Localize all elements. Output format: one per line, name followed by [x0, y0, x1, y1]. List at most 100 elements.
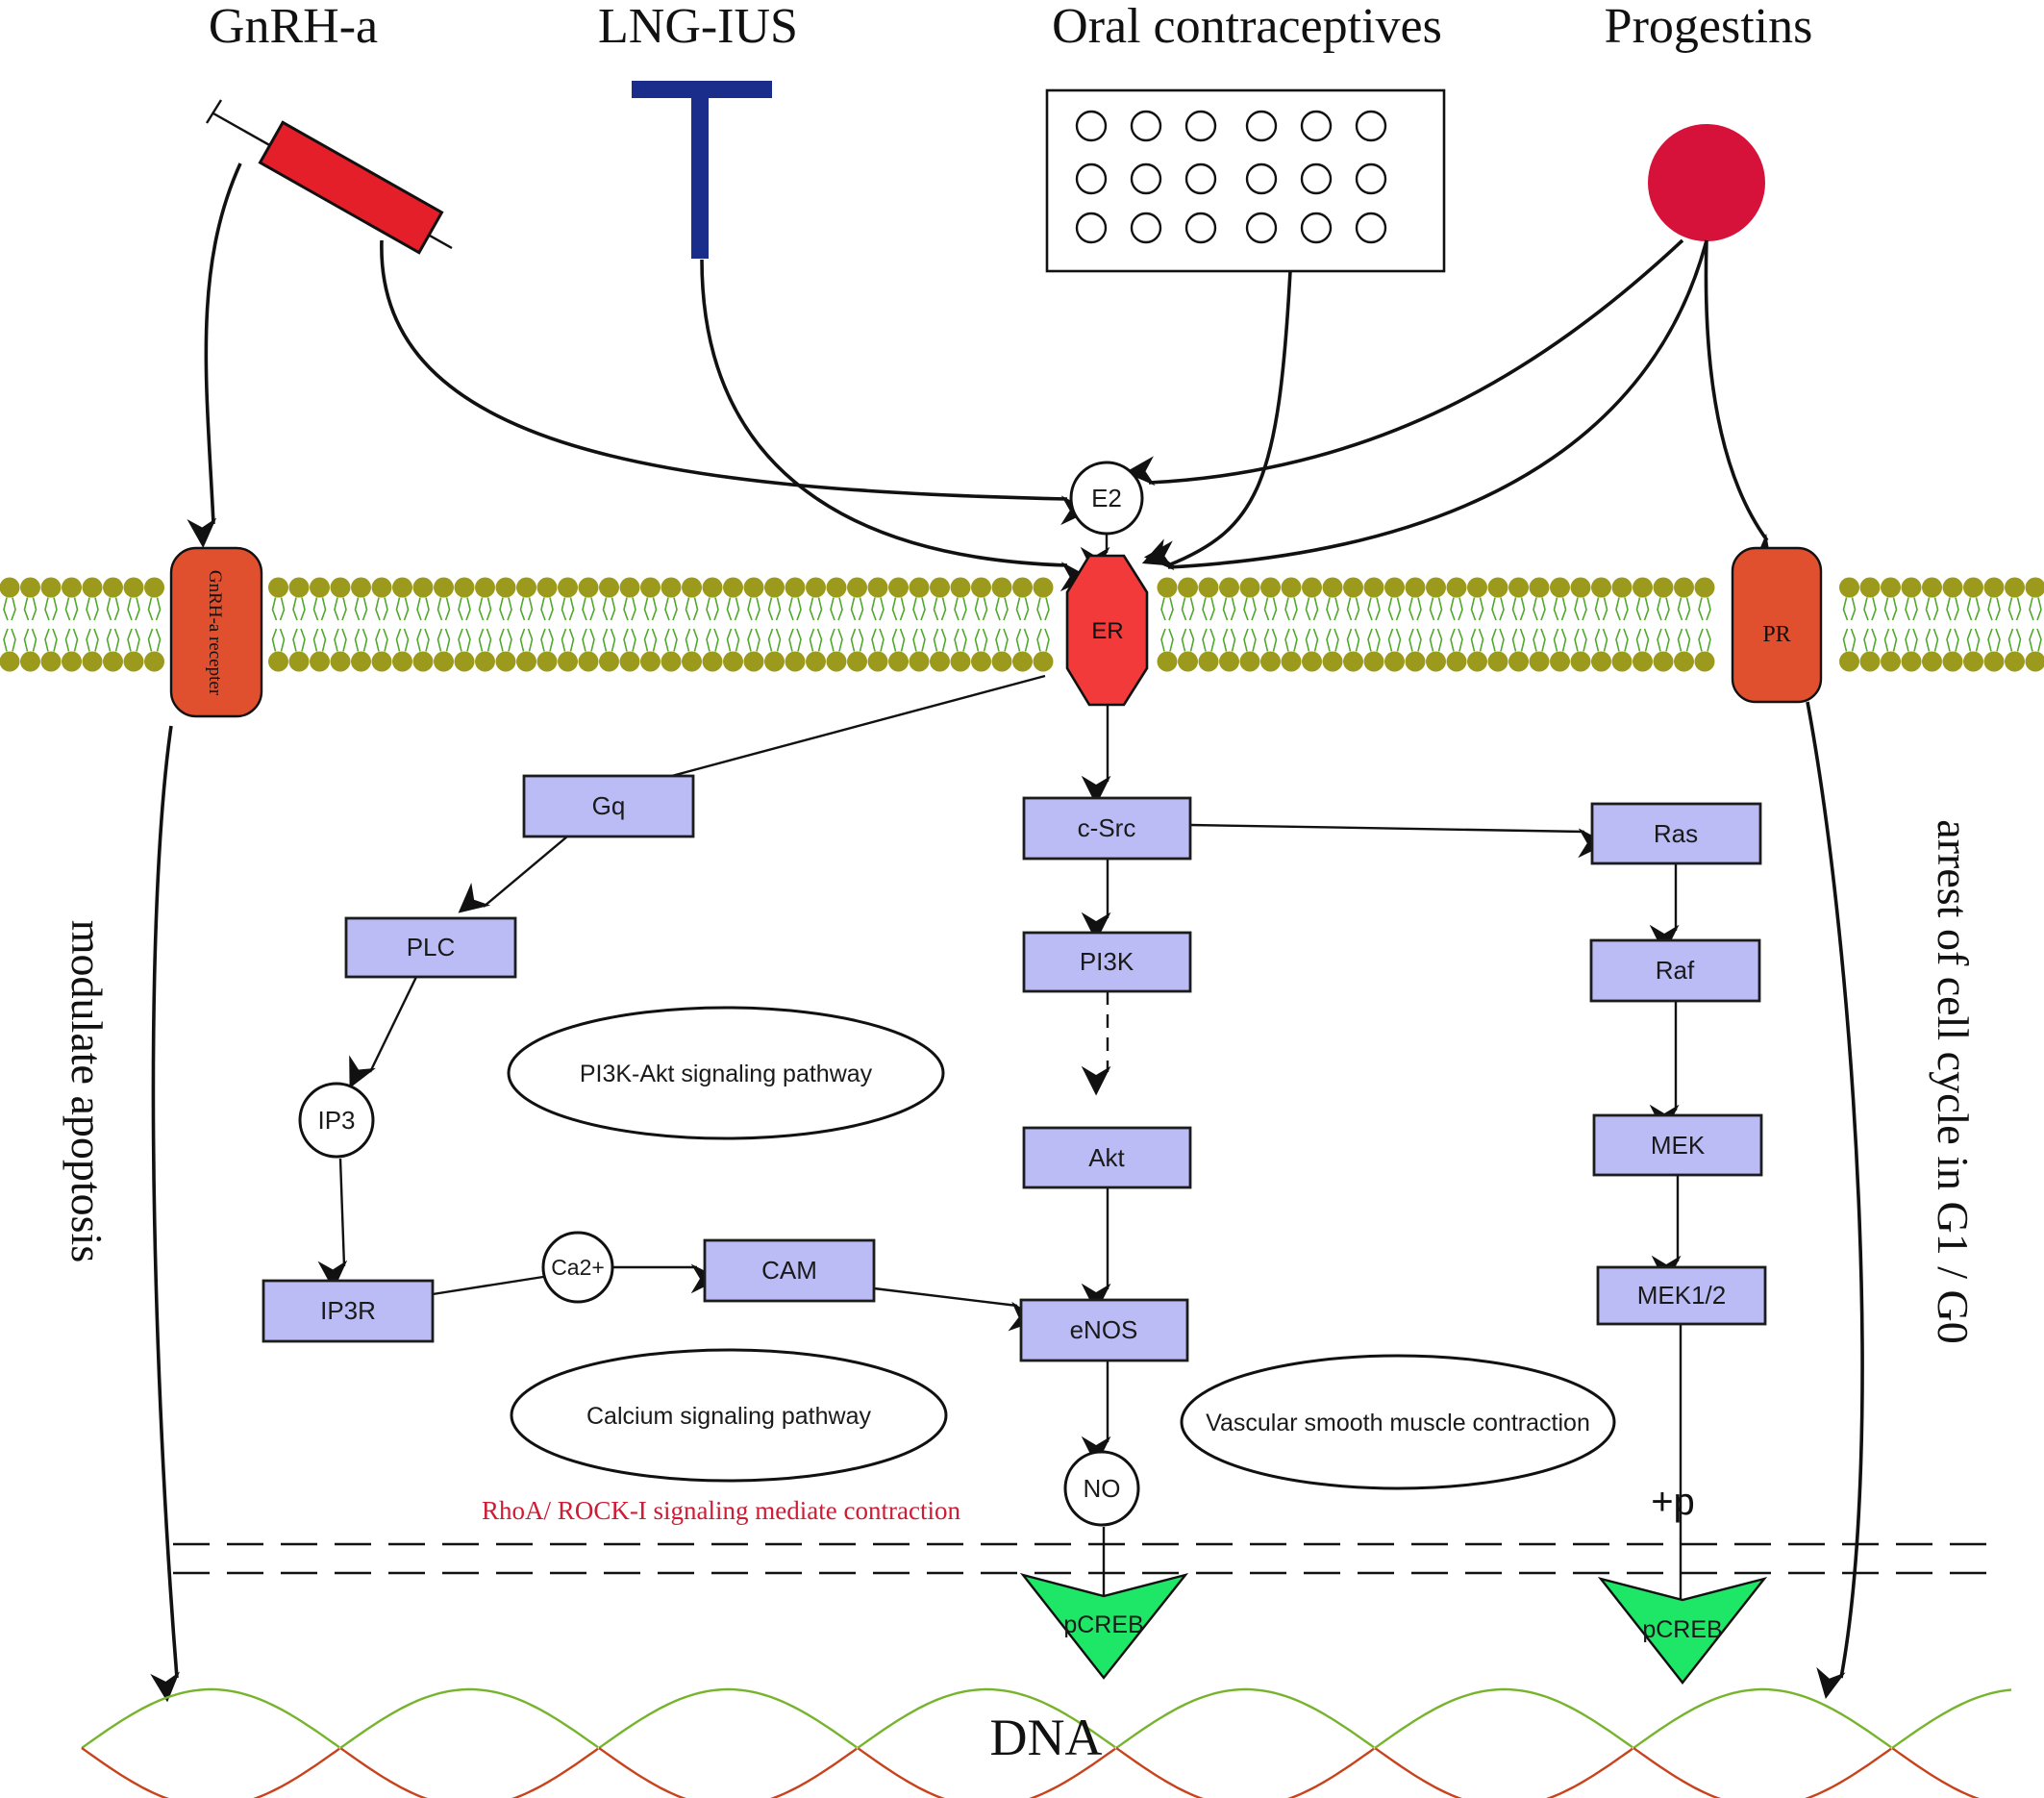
- lipid-head: [1570, 577, 1591, 598]
- lipid-tail: [147, 597, 162, 652]
- pr-receptor: [1731, 546, 1823, 704]
- pill-dot-icon: [1245, 110, 1278, 142]
- dna-strand-b: [1633, 1747, 1892, 1798]
- dna-strand-b: [1115, 1747, 1375, 1798]
- dna-strand-a: [1891, 1747, 1981, 1798]
- lipid-head: [909, 651, 930, 672]
- akt-label: Akt: [1088, 1143, 1125, 1172]
- lipid-tail: [127, 597, 140, 652]
- lipid-head: [764, 577, 785, 598]
- vascular-pathway-ellipse: Vascular smooth muscle contraction: [1180, 1354, 1616, 1490]
- lipid-head: [1467, 651, 1487, 672]
- plc-label: PLC: [407, 933, 456, 961]
- lipid-tail: [1429, 597, 1443, 652]
- lipid-tail: [86, 597, 99, 652]
- lipid-tail: [292, 597, 306, 652]
- lipid-head: [1653, 651, 1674, 672]
- vascular-pathway-label: Vascular smooth muscle contraction: [1206, 1410, 1590, 1436]
- lipid-head: [1487, 577, 1508, 598]
- lipid-head: [1633, 577, 1653, 598]
- lipid-head: [578, 651, 599, 672]
- lipid-head: [454, 651, 475, 672]
- lipid-head: [0, 577, 20, 598]
- lipid-tail: [1946, 597, 1959, 652]
- lipid-tail: [499, 597, 512, 652]
- lipid-head: [1281, 651, 1302, 672]
- lipid-head: [82, 577, 103, 598]
- lipid-head: [661, 651, 682, 672]
- pill-dot-icon: [1075, 110, 1108, 142]
- lipid-head: [1611, 651, 1633, 672]
- lipid-head: [1611, 577, 1633, 598]
- lipid-head: [371, 577, 392, 598]
- lipid-tail: [1346, 597, 1360, 652]
- lipid-head: [1922, 651, 1942, 672]
- lipid-head: [1012, 651, 1033, 672]
- lipid-head: [1384, 577, 1405, 598]
- lipid-head: [619, 651, 640, 672]
- lipid-head: [1198, 651, 1219, 672]
- lipid-tail: [1015, 597, 1030, 652]
- lipid-head: [1508, 651, 1529, 672]
- pill-dot-icon: [1355, 162, 1387, 195]
- dna-helix: [81, 1687, 2012, 1798]
- lipid-tail: [1553, 597, 1567, 652]
- ca2-node: Ca2+: [541, 1231, 614, 1304]
- lipid-head: [268, 577, 288, 598]
- lipid-head: [1178, 651, 1198, 672]
- lipid-head: [2025, 577, 2044, 598]
- pcreb-left-label: pCREB: [1063, 1611, 1143, 1638]
- lipid-tail: [334, 597, 347, 652]
- lipid-head: [82, 651, 103, 672]
- lipid-head: [1942, 651, 1963, 672]
- lipid-tail: [747, 597, 760, 652]
- csrc-to-ras-arrow: [1189, 823, 1608, 859]
- lipid-tail: [1491, 597, 1505, 652]
- lipid-head: [950, 651, 971, 672]
- lipid-head: [475, 577, 495, 598]
- lipid-tail: [1450, 597, 1463, 652]
- pill-dot-icon: [1245, 162, 1278, 195]
- lipid-head: [806, 651, 826, 672]
- cam-label: CAM: [761, 1256, 817, 1285]
- lipid-head: [578, 577, 599, 598]
- lipid-head: [826, 577, 847, 598]
- ip3r-label: IP3R: [320, 1296, 376, 1325]
- lipid-head: [991, 651, 1012, 672]
- lipid-head: [1012, 577, 1033, 598]
- raf-node: Raf: [1589, 938, 1761, 1003]
- lipid-head: [310, 651, 330, 672]
- lipid-head: [144, 577, 164, 598]
- dna-strand-b: [857, 1687, 1116, 1749]
- lipid-tail: [2029, 597, 2042, 652]
- lipid-head: [1591, 651, 1611, 672]
- lipid-tail: [1863, 597, 1877, 652]
- lipid-tail: [1181, 597, 1195, 652]
- lipid-head: [1426, 651, 1446, 672]
- lipid-head: [1550, 577, 1570, 598]
- lipid-tail: [1905, 597, 1918, 652]
- enos-node: eNOS: [1019, 1298, 1189, 1362]
- arrest-cell-cycle-label: arrest of cell cycle in G1 / G0: [1929, 819, 1978, 1343]
- lipid-head: [1281, 577, 1302, 598]
- lipid-head: [20, 577, 40, 598]
- lipid-head: [930, 651, 950, 672]
- akt-node: Akt: [1022, 1126, 1192, 1189]
- gnrh-receptor: [169, 546, 263, 718]
- cam-node: CAM: [703, 1238, 876, 1303]
- lipid-tail: [1533, 597, 1546, 652]
- lipid-tail: [664, 597, 678, 652]
- lipid-tail: [623, 597, 636, 652]
- syringe-icon: [205, 99, 453, 255]
- pill-pack-icon: [1045, 88, 1446, 273]
- csrc-label: c-Src: [1078, 813, 1136, 842]
- lipid-head: [930, 577, 950, 598]
- lipid-head: [682, 651, 702, 672]
- lipid-head: [495, 577, 516, 598]
- lipid-head: [412, 651, 434, 672]
- lipid-head: [536, 651, 558, 672]
- lipid-head: [1839, 651, 1859, 672]
- lipid-tail: [478, 597, 492, 652]
- pill-dot-icon: [1355, 110, 1387, 142]
- iud-t-icon: [632, 81, 772, 259]
